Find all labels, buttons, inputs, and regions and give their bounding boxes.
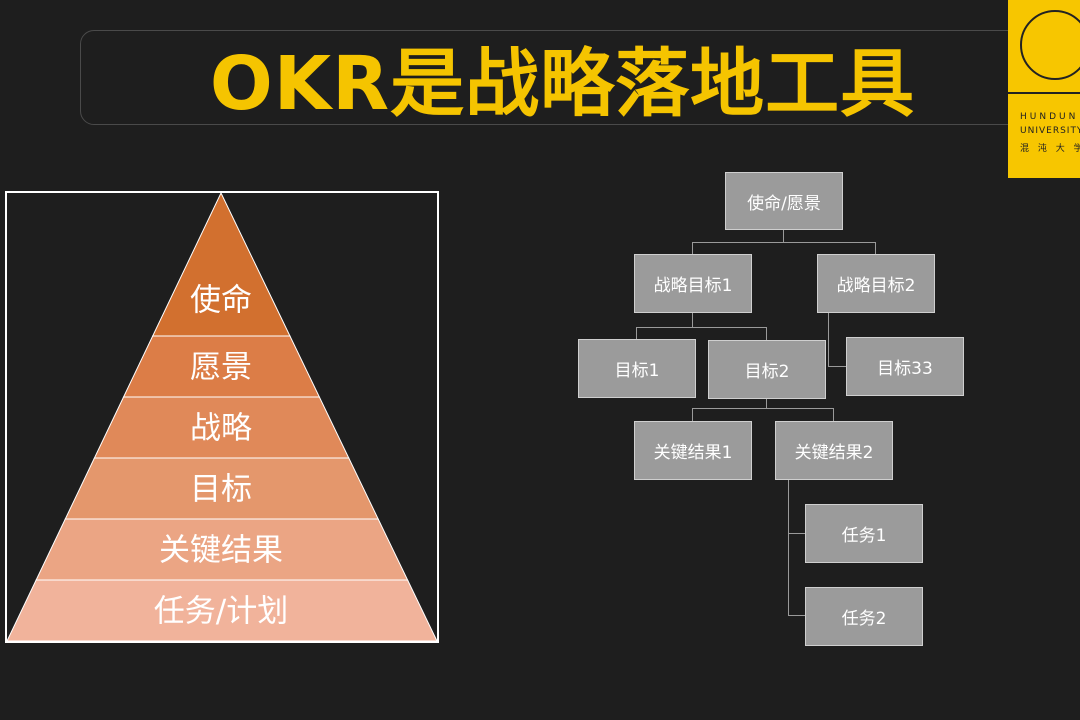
hundun-university-logo: HUNDUN UNIVERSITY 混 沌 大 学 [1008,0,1080,178]
connector [783,230,784,242]
connector [828,313,829,367]
connector [692,313,693,327]
org-node-strategy-1: 战略目标1 [634,254,752,313]
logo-emblem-icon [1020,10,1080,80]
connector [833,408,834,421]
logo-text-line3: 混 沌 大 学 [1020,144,1080,154]
connector [692,408,834,409]
org-node-task-1: 任务1 [805,504,923,563]
org-node-root: 使命/愿景 [725,172,843,230]
org-node-goal-2: 目标2 [708,340,826,399]
connector [766,327,767,340]
pyramid-label: 使命 [190,282,252,318]
pyramid-label: 战略 [190,411,252,447]
org-node-strategy-2: 战略目标2 [817,254,935,313]
org-node-kr-1: 关键结果1 [634,421,752,480]
pyramid-label: 任务/计划 [154,594,288,630]
org-node-goal-1: 目标1 [578,339,696,398]
connector [766,399,767,408]
connector [788,615,806,616]
connector [636,327,637,339]
connector [692,242,693,254]
connector [692,408,693,421]
pyramid-label: 关键结果 [159,533,283,569]
connector [875,242,876,254]
connector [692,242,876,243]
logo-divider [1008,92,1080,94]
pyramid-label: 愿景 [190,350,252,386]
pyramid-layer [6,579,438,642]
pyramid-label: 目标 [190,472,252,508]
connector [788,480,789,616]
page-title: OKR是战略落地工具 [209,41,916,127]
pyramid-frame [5,191,439,643]
org-node-task-2: 任务2 [805,587,923,646]
org-node-kr-2: 关键结果2 [775,421,893,480]
connector [788,533,806,534]
org-node-goal-33: 目标33 [846,337,964,396]
logo-text-line2: UNIVERSITY [1020,126,1080,136]
connector [828,366,846,367]
connector [636,327,767,328]
logo-text-line1: HUNDUN [1020,112,1079,122]
